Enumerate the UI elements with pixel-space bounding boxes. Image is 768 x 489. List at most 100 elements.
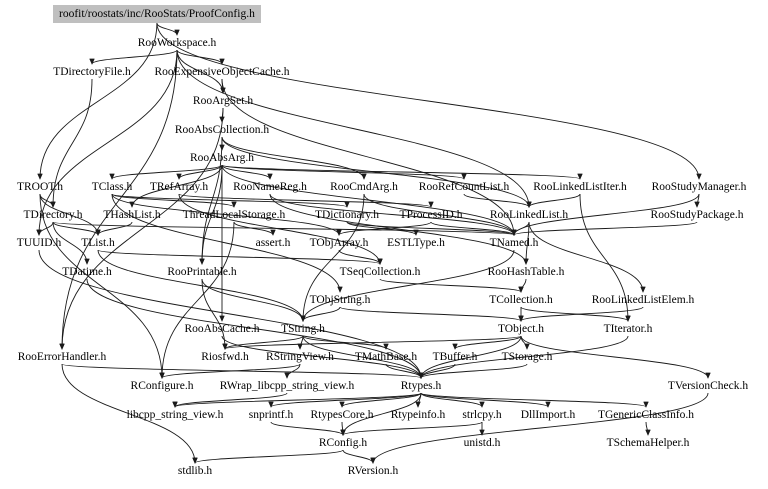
node-tmathbase[interactable]: TMathBase.h xyxy=(354,351,418,363)
node-snprintf[interactable]: snprintf.h xyxy=(248,409,294,421)
node-thashlist[interactable]: THashList.h xyxy=(103,209,161,221)
edge-tobject-to-rtypes xyxy=(418,335,522,379)
node-rooabscache[interactable]: RooAbsCache.h xyxy=(184,323,260,335)
node-stdlib[interactable]: stdlib.h xyxy=(177,465,213,477)
node-roolinkedlistelem[interactable]: RooLinkedListElem.h xyxy=(591,294,695,306)
node-trefarray[interactable]: TRefArray.h xyxy=(149,181,209,193)
edge-rooworkspace-to-roolinkedlist xyxy=(176,49,532,208)
node-rtypescore[interactable]: RtypesCore.h xyxy=(310,409,374,421)
edge-rooabsarg-to-roolinkedlistiter xyxy=(221,164,583,180)
node-rstringview[interactable]: RStringView.h xyxy=(266,351,334,363)
edge-tdirectory-to-tdatime xyxy=(52,221,90,265)
node-tdictionary[interactable]: TDictionary.h xyxy=(314,209,380,221)
edge-titerator-to-rtypes xyxy=(418,335,629,379)
edge-trefarray-to-tseqcollection xyxy=(178,193,383,265)
node-tuuid[interactable]: TUUID.h xyxy=(16,237,62,249)
edge-roolinkedlistiter-to-roolinkedlist xyxy=(526,193,581,208)
node-roohashtable[interactable]: RooHashTable.h xyxy=(487,266,565,278)
node-rooprintable[interactable]: RooPrintable.h xyxy=(167,266,237,278)
node-tschemahelper[interactable]: TSchemaHelper.h xyxy=(606,437,690,449)
edge-rooerrorhandler-to-stdlib xyxy=(61,363,198,464)
node-dllimport[interactable]: DllImport.h xyxy=(520,409,576,421)
node-threadlocalstorage[interactable]: ThreadLocalStorage.h xyxy=(182,209,286,221)
node-tdirectory[interactable]: TDirectory.h xyxy=(23,209,83,221)
node-tnamed[interactable]: TNamed.h xyxy=(489,237,539,249)
node-tbuffer[interactable]: TBuffer.h xyxy=(432,351,478,363)
edge-tstring-to-rtypes xyxy=(302,335,424,379)
edge-tdirectoryfile-to-tdirectory xyxy=(50,78,93,208)
edge-rtypes-to-strlcpy xyxy=(420,392,485,408)
edge-rooprintable-to-tstring xyxy=(201,278,306,322)
node-tdatime[interactable]: TDatime.h xyxy=(62,266,112,278)
node-rtypes[interactable]: Rtypes.h xyxy=(400,380,442,392)
node-rooabsarg[interactable]: RooAbsArg.h xyxy=(189,152,255,164)
edge-rstringview-to-rwrap xyxy=(284,363,301,379)
node-tgenericclassinfo[interactable]: TGenericClassInfo.h xyxy=(597,409,695,421)
edge-rconfig-to-stdlib xyxy=(192,449,344,464)
node-roorefcountlist[interactable]: RooRefCountList.h xyxy=(418,181,510,193)
edge-rtypes-to-tgenericclassinfo xyxy=(420,392,649,408)
node-unistd[interactable]: unistd.h xyxy=(463,437,501,449)
node-proofconfig-root[interactable]: roofit/roostats/inc/RooStats/ProofConfig… xyxy=(53,5,261,23)
node-tlist[interactable]: TList.h xyxy=(81,237,115,249)
node-libcpp-string-view[interactable]: libcpp_string_view.h xyxy=(126,409,224,421)
node-tstring[interactable]: TString.h xyxy=(281,323,325,335)
edge-tdictionary-to-tnamed xyxy=(346,221,517,236)
edge-rooabsarg-to-roonamereg xyxy=(221,164,273,180)
edge-tobjstring-to-tobject xyxy=(339,306,524,322)
edge-tlist-to-tseqcollection xyxy=(97,249,383,265)
edge-tversioncheck-to-rversion xyxy=(370,392,709,464)
node-rooargset[interactable]: RooArgSet.h xyxy=(192,95,254,107)
node-roonamereg[interactable]: RooNameReg.h xyxy=(233,181,307,193)
node-rversion[interactable]: RVersion.h xyxy=(347,465,399,477)
edge-rooabsarg-to-roorefcountlist xyxy=(221,164,467,180)
node-tdirectoryfile[interactable]: TDirectoryFile.h xyxy=(53,66,131,78)
node-tobjstring[interactable]: TObjString.h xyxy=(309,294,371,306)
node-tprocessid[interactable]: TProcessID.h xyxy=(399,209,463,221)
node-assert[interactable]: assert.h xyxy=(255,237,291,249)
edge-tgenericclassinfo-to-tschemahelper xyxy=(645,421,651,436)
node-roolinkedlist[interactable]: RooLinkedList.h xyxy=(489,209,569,221)
node-rwrap-libcpp-string-view[interactable]: RWrap_libcpp_string_view.h xyxy=(219,380,355,392)
node-roocmdarg[interactable]: RooCmdArg.h xyxy=(330,181,398,193)
edge-roolinkedlist-to-roohashtable xyxy=(523,221,530,265)
node-tseqcollection[interactable]: TSeqCollection.h xyxy=(339,266,421,278)
edge-tuuid-to-rtypes xyxy=(38,249,424,379)
node-tobject[interactable]: TObject.h xyxy=(497,323,545,335)
node-tversioncheck[interactable]: TVersionCheck.h xyxy=(667,380,749,392)
node-tobjarray[interactable]: TObjArray.h xyxy=(309,237,369,249)
edge-trefarray-to-tprocessid xyxy=(178,193,434,208)
node-roostudypackage[interactable]: RooStudyPackage.h xyxy=(650,209,744,221)
edge-rooabsarg-to-trefarray xyxy=(176,164,223,180)
node-tcollection[interactable]: TCollection.h xyxy=(489,294,553,306)
node-roostudymanager[interactable]: RooStudyManager.h xyxy=(651,181,747,193)
edge-rtypes-to-rconfig xyxy=(340,392,422,436)
node-rtypeinfo[interactable]: Rtypeinfo.h xyxy=(390,409,446,421)
edge-rwrap-to-libcpp xyxy=(172,392,288,408)
node-tstorage[interactable]: TStorage.h xyxy=(501,351,553,363)
node-rooworkspace[interactable]: RooWorkspace.h xyxy=(137,37,217,49)
node-rooerrorhandler[interactable]: RooErrorHandler.h xyxy=(17,351,107,363)
edge-tdirectory-to-tnamed xyxy=(52,221,517,236)
node-roolinkedlistiter[interactable]: RooLinkedListIter.h xyxy=(533,181,627,193)
edge-roohashtable-to-tcollection xyxy=(518,278,527,293)
node-rconfig[interactable]: RConfig.h xyxy=(318,437,368,449)
edge-roostudypackage-to-tnamed xyxy=(511,221,698,236)
node-strlcpy[interactable]: strlcpy.h xyxy=(462,409,502,421)
node-rconfigure[interactable]: RConfigure.h xyxy=(130,380,194,392)
edge-rtypes-to-rtypescore xyxy=(339,392,422,408)
node-titerator[interactable]: TIterator.h xyxy=(603,323,653,335)
edge-tstring-to-tmathbase xyxy=(302,335,389,350)
node-rooabscollection[interactable]: RooAbsCollection.h xyxy=(174,124,270,136)
edge-tobject-to-tversioncheck xyxy=(520,335,711,379)
node-estltype[interactable]: ESTLType.h xyxy=(387,237,445,249)
node-troot[interactable]: TROOT.h xyxy=(16,181,64,193)
edge-roolinkedlistiter-to-titerator xyxy=(579,193,631,322)
node-rooexpensiveobjectcache[interactable]: RooExpensiveObjectCache.h xyxy=(154,66,290,78)
node-riosfwd[interactable]: Riosfwd.h xyxy=(201,351,249,363)
node-tclass[interactable]: TClass.h xyxy=(91,181,133,193)
edge-tclass-to-tdictionary xyxy=(111,193,350,208)
edge-roonamereg-to-tnamed xyxy=(269,193,517,236)
